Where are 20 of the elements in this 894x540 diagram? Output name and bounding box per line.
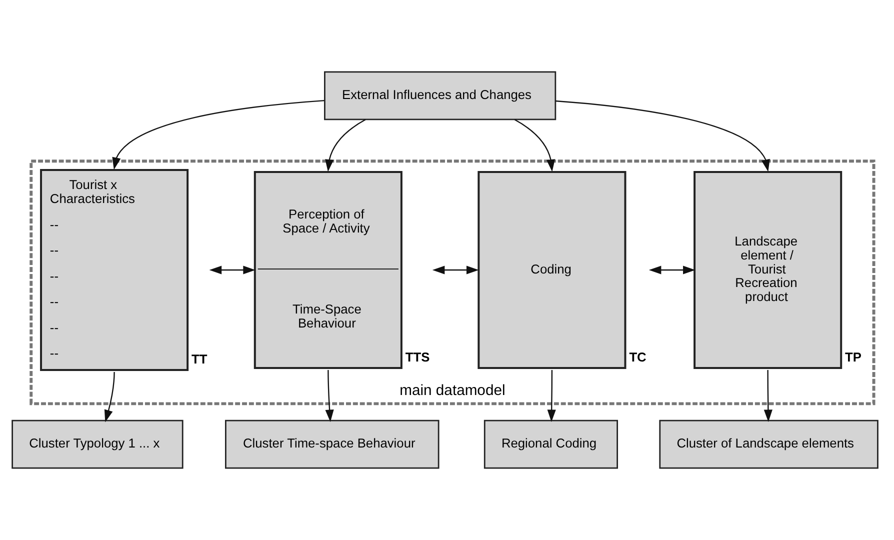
arrow [104,372,115,422]
arrow [764,370,772,422]
node-box: Cluster Time-space Behaviour [225,420,440,469]
arrow [648,266,696,274]
node-label: TC [629,349,646,364]
arrow [325,370,334,422]
node-label: TT [192,351,208,366]
node-box: External Influences and Changes [324,71,556,120]
node-label: TP [845,349,862,364]
node-box: Regional Coding [484,420,618,469]
arrow [556,100,770,172]
arrow [432,266,479,274]
node-label: TTS [405,349,430,364]
arrow [547,370,556,422]
node-box: Cluster of Landscape elements [659,420,878,469]
arrow [209,266,256,274]
arrow [112,100,324,170]
node-box: Cluster Typology 1 ... x [12,420,184,469]
arrow [325,119,366,172]
arrow [514,119,556,172]
